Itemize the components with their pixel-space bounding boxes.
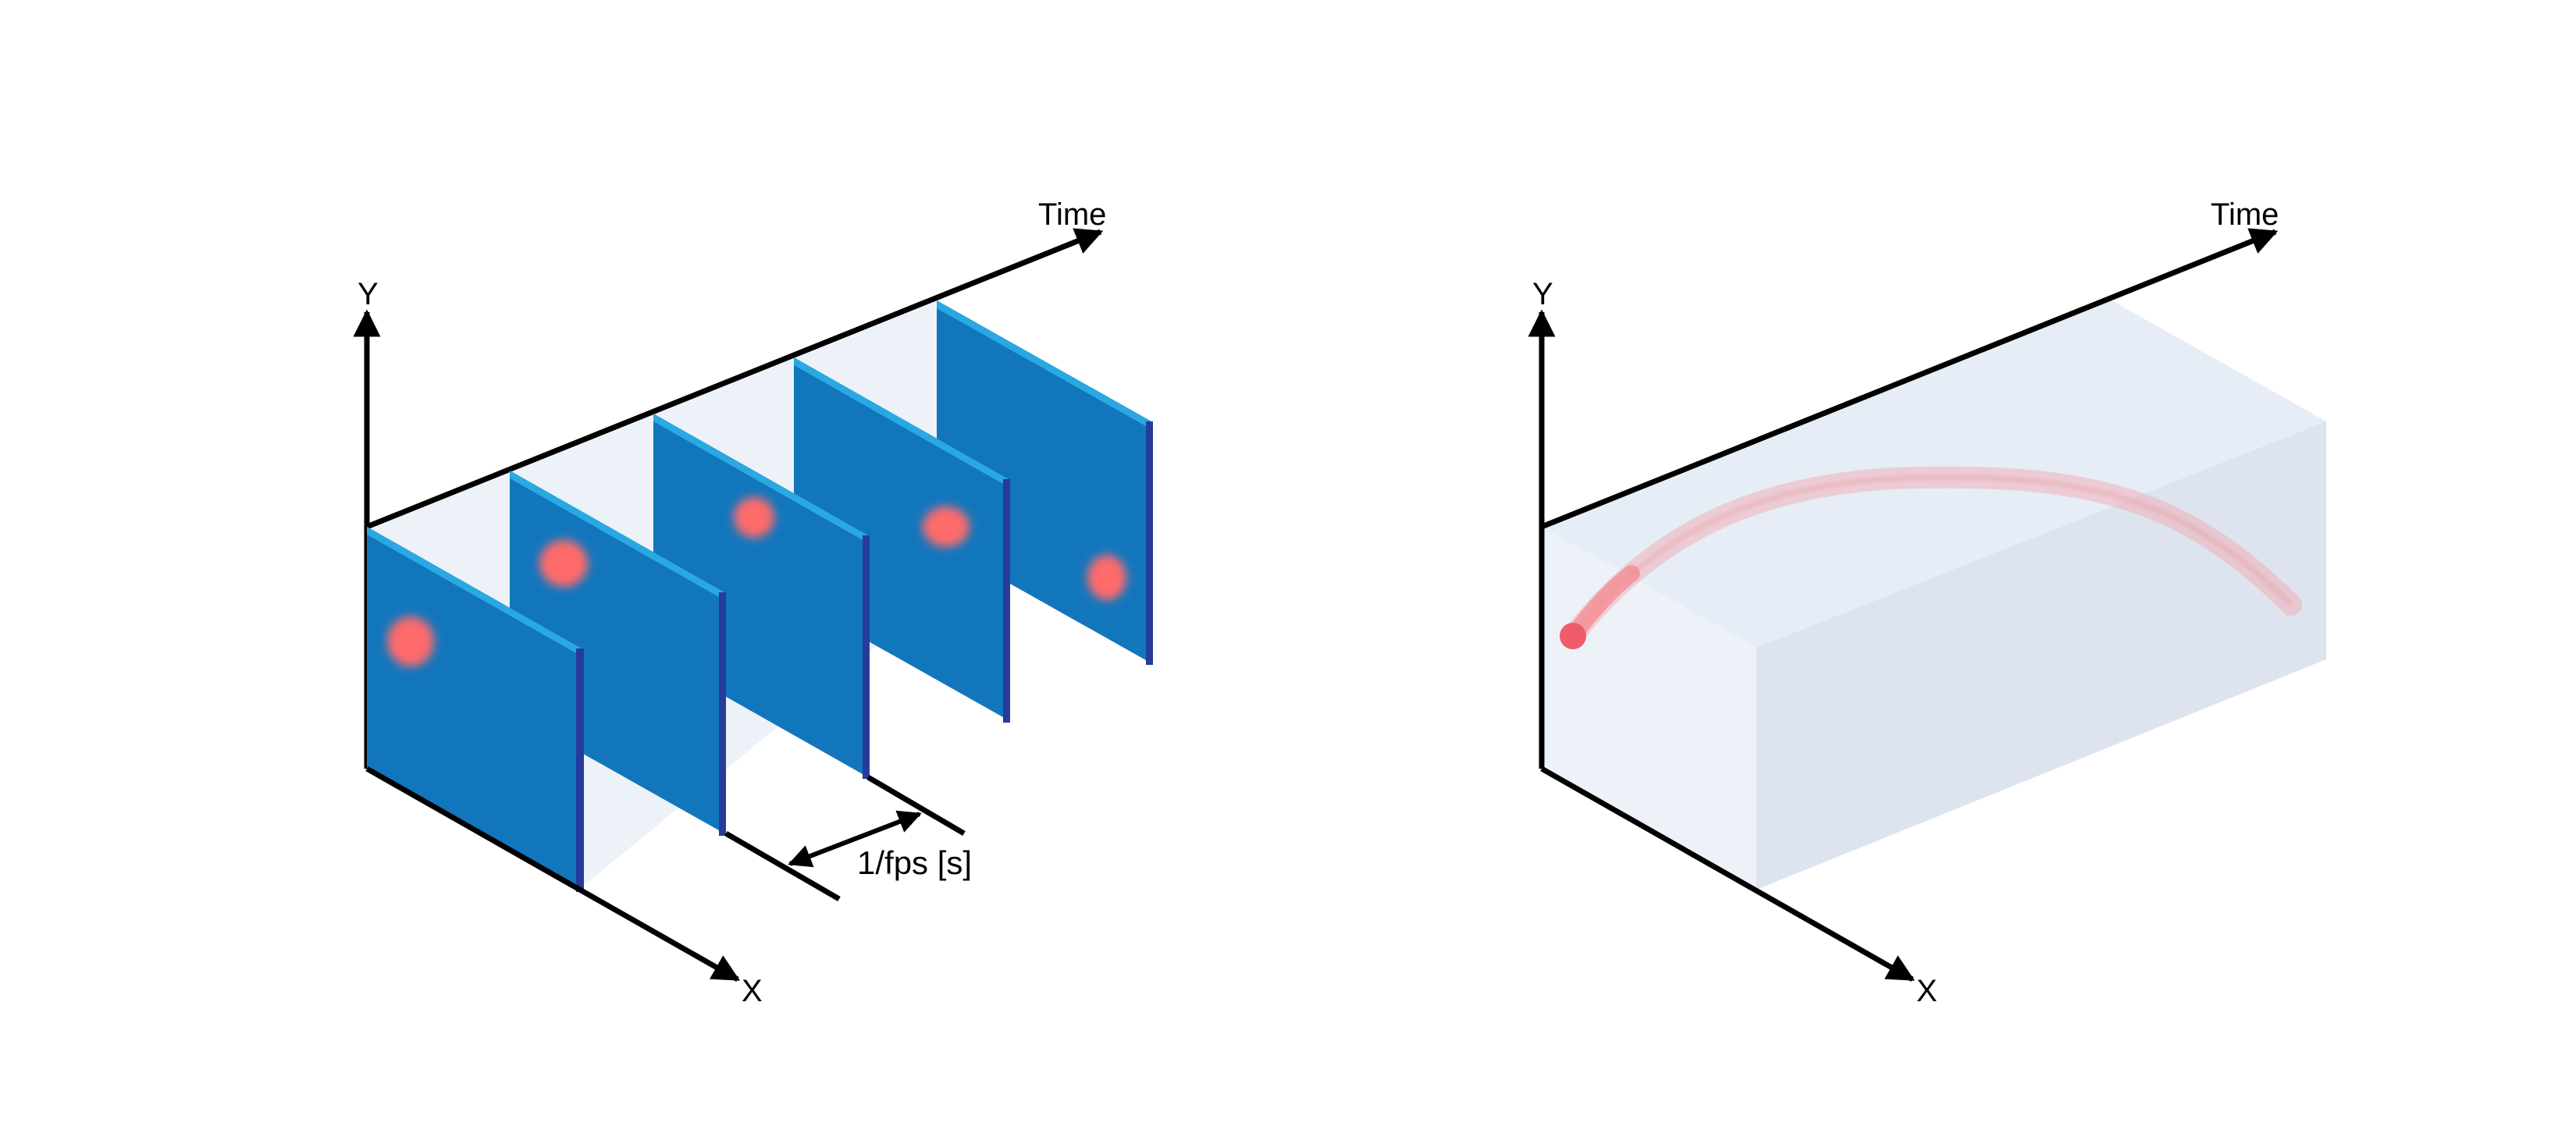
trajectory-core [1571,475,2293,638]
dot-frame-3 [734,497,774,538]
x-axis-label: X [742,974,763,1008]
right-diagram: Time Y X [1528,197,2326,1008]
time-axis [1540,228,2279,530]
interval-label: 1/fps [s] [857,844,972,881]
y-axis-label: Y [1532,277,1553,311]
time-axis-label: Time [1038,197,1106,232]
x-axis [1540,766,1916,982]
time-axis [365,228,1104,530]
y-axis-label: Y [358,277,379,311]
time-axis-label: Time [2211,197,2279,232]
dot-frame-5 [1087,555,1126,600]
x-axis-label: X [1916,974,1937,1008]
x-axis [365,766,741,982]
left-diagram: Time Y [353,197,1153,1008]
interval-arrow [788,810,922,868]
interval-guide-1 [724,830,841,902]
trajectory-start-dot [1560,623,1586,649]
dot-frame-2 [539,540,588,587]
interval-guide-2 [866,774,966,837]
dot-frame-4 [923,506,970,547]
volume-top-face [1542,300,2326,648]
volume-side-face [1756,421,2326,890]
frame-3 [653,414,870,779]
dot-frame-1 [387,616,434,666]
